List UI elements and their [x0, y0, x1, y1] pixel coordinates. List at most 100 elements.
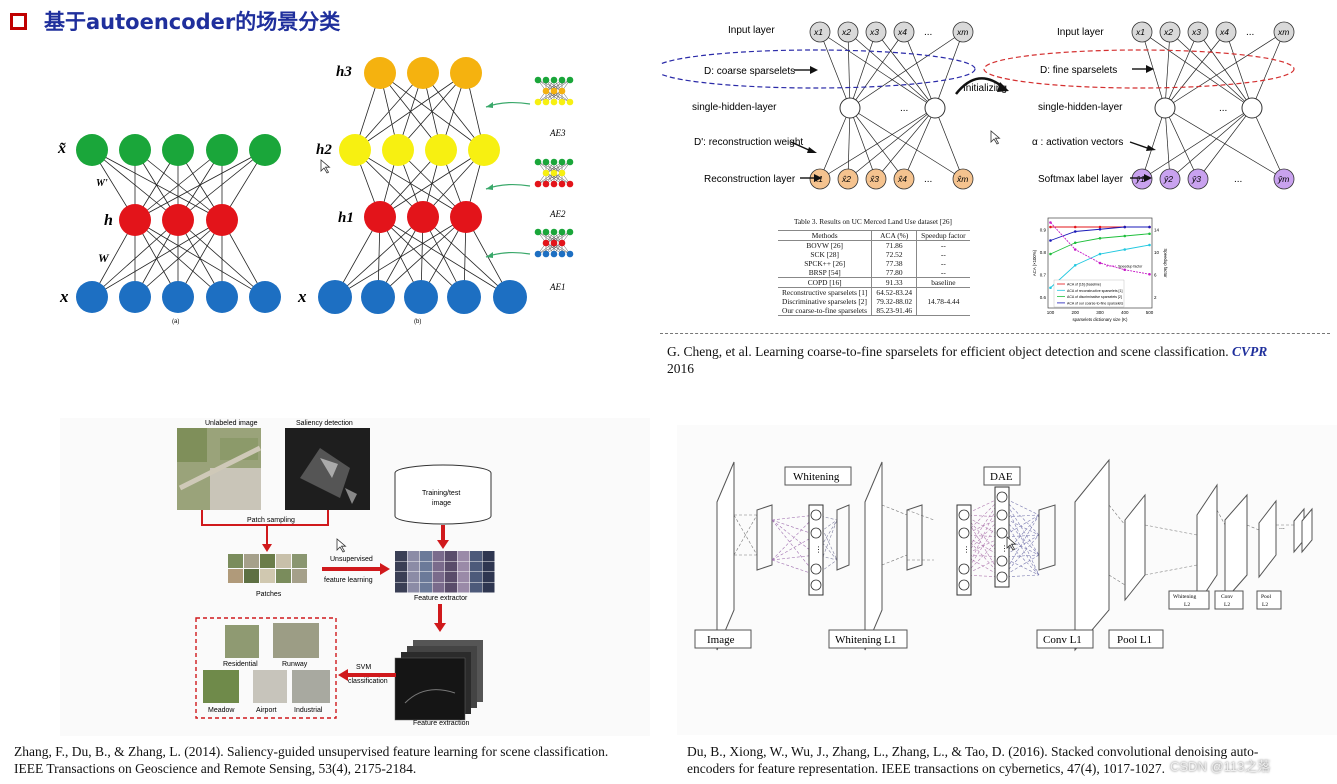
filter-thumbnail [482, 582, 495, 593]
pool-l2-sub: L2 [1262, 602, 1268, 608]
whitening-l2-box [1168, 590, 1210, 610]
cheng-citation-text: G. Cheng, et al. Learning coarse-to-fine… [667, 344, 1229, 359]
filter-thumbnail [470, 572, 482, 582]
caption-b: (b) [414, 319, 421, 325]
filter-thumbnail [432, 551, 445, 561]
data-point [1123, 268, 1127, 272]
xtilde-node [206, 134, 238, 166]
input-node-label: x4 [897, 27, 907, 37]
arrow-head-icon [434, 623, 446, 632]
fine-sparselets-ellipse [983, 49, 1295, 89]
neuron-node [958, 527, 970, 539]
unsupervised-label: Unsupervised [330, 556, 373, 563]
cheng-citation-venue: CVPR [1232, 344, 1268, 359]
slide-title: 基于autoencoder的场景分类 [44, 10, 341, 34]
y-right-tick-label: 6 [1154, 272, 1157, 277]
filter-thumbnail [470, 551, 482, 561]
y-tick-label: 0.7 [1040, 272, 1047, 277]
table-row: BRSP [54]77.80-- [778, 268, 970, 278]
table-header: ACA (%) [871, 230, 917, 241]
neuron-node [810, 563, 822, 575]
table-cell: 71.86 [871, 240, 917, 250]
left-hidden-layer-label: single-hidden-layer [692, 102, 777, 113]
conv-l2-sub: L2 [1224, 602, 1230, 608]
table-cell: -- [916, 250, 970, 259]
cursor-icon [336, 538, 347, 553]
whitening-l2-plane [1196, 483, 1218, 607]
patch-thumbnail [276, 569, 291, 583]
w-label: W [98, 251, 110, 265]
input-node [1273, 21, 1295, 43]
results-table-caption: Table 3. Results on UC Merced Land Use d… [794, 217, 952, 226]
image-box [694, 629, 752, 649]
patch-thumbnail [276, 554, 291, 568]
patch-thumbnail [260, 569, 275, 583]
neuron-node [958, 579, 970, 591]
h-node [119, 204, 151, 236]
arrow-head-icon [380, 563, 390, 575]
filter-thumbnail [420, 561, 432, 572]
ellipsis-label: ⋮ [1001, 544, 1009, 553]
h2-node [382, 134, 414, 166]
table-row: SCK [28]72.52-- [778, 250, 970, 259]
ellipsis-label: ... [1279, 524, 1285, 531]
softmax-node [1159, 168, 1181, 190]
arrow-head-icon [1146, 145, 1156, 151]
table-row: Reconstructive sparselets [1]64.52-83.24 [778, 287, 970, 297]
table-row: SPCK++ [26]77.38-- [778, 259, 970, 268]
filter-thumbnail [482, 551, 495, 561]
feature-extraction-label: Feature extraction [413, 720, 470, 727]
cheng-citation-year: 2016 [667, 361, 694, 376]
conv-l2-label: Conv [1221, 594, 1233, 600]
table-row: BOVW [26]71.86-- [778, 240, 970, 250]
data-point [1049, 286, 1052, 290]
autoencoder-figure: x̃ W' h W x (a) h3 h2 h1 x (b) AE3 AE2 A… [0, 40, 650, 340]
table-cell: 77.80 [871, 268, 917, 278]
y-right-tick-label: 2 [1154, 295, 1157, 300]
filter-thumbnail [407, 572, 420, 582]
table-cell: baseline [916, 277, 970, 288]
data-point [1073, 241, 1077, 245]
conv-dae-diagram: ⋮⋮⋮... Whitening DAE Image Whitening L1 … [694, 458, 1313, 652]
dae-label: DAE [990, 471, 1013, 483]
table-cell: -- [916, 259, 970, 268]
filter-thumbnail [395, 582, 407, 593]
reconstruction-node [837, 168, 859, 190]
h3-node [450, 57, 482, 89]
input-node [1215, 21, 1237, 43]
neuron-node [996, 555, 1008, 567]
patch-sampling-bracket [201, 510, 329, 526]
table-cell: 91.33 [871, 277, 917, 288]
conv-l1-label: Conv L1 [1043, 634, 1082, 646]
du-citation: Du, B., Xiong, W., Wu, J., Zhang, L., Zh… [687, 743, 1332, 777]
runway-thumbnail [273, 623, 319, 658]
h2-node [468, 134, 500, 166]
table-cell: SPCK++ [26] [804, 259, 846, 268]
h2-label: h2 [316, 142, 332, 158]
x-node [249, 281, 281, 313]
patch-thumbnail [244, 554, 259, 568]
table-cell [916, 287, 970, 297]
filter-thumbnail [445, 561, 457, 572]
filter-thumbnail [420, 551, 432, 561]
x-tick-label: 200 [1071, 310, 1079, 315]
table-cell: -- [916, 240, 970, 250]
input-node-label: x2 [1163, 27, 1173, 37]
fine-sparselets-label: D: fine sparselets [1040, 65, 1117, 76]
h3-node [364, 57, 396, 89]
y-tick-label: 0.6 [1040, 295, 1047, 300]
arrow-head-icon [486, 184, 493, 190]
zhang-citation-line-2: IEEE Transactions on Geoscience and Remo… [14, 761, 417, 776]
neuron-node [958, 563, 970, 575]
filter-thumbnail [395, 551, 407, 561]
neuron-node [810, 527, 822, 539]
reconstruction-weight-label: D': reconstruction weight [694, 137, 803, 148]
data-point [1073, 248, 1077, 251]
legend-label: ACA of [16] (baseline) [1067, 283, 1101, 287]
ae1-label: AE1 [549, 282, 566, 292]
whitening-l1-plane [864, 461, 883, 651]
input-node-label: xm [956, 27, 968, 37]
filter-thumbnail [407, 551, 420, 561]
patch-thumbnail [244, 569, 259, 583]
